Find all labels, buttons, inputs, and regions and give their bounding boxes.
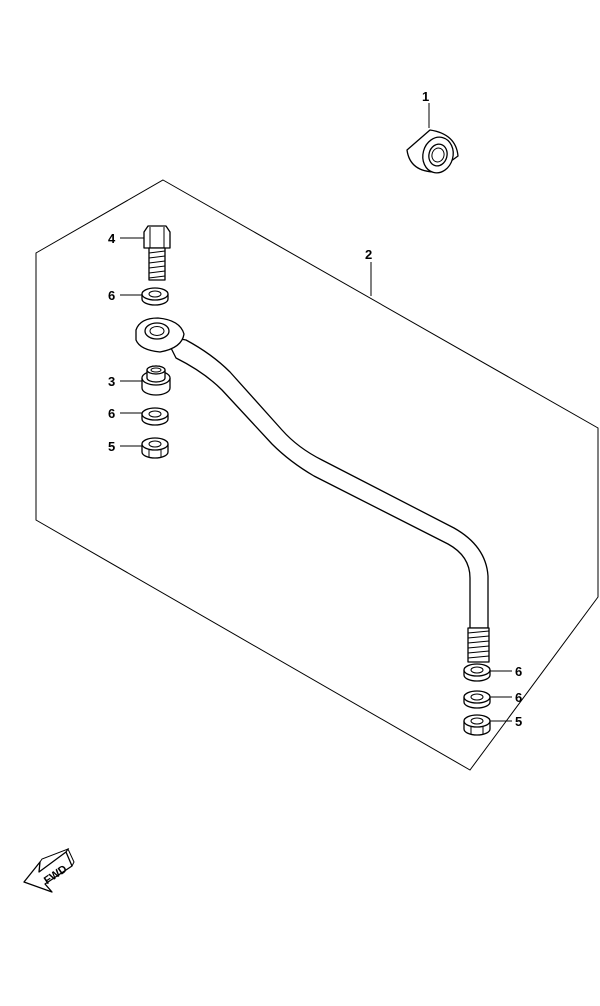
- callout-6-right-lower: 6: [515, 690, 522, 705]
- part-4-bolt[interactable]: [143, 225, 171, 281]
- part-5-nut-left[interactable]: [141, 437, 169, 459]
- callout-4: 4: [108, 231, 116, 246]
- part-6-washer-right-lower[interactable]: [463, 690, 491, 709]
- part-6-washer-upper[interactable]: [141, 287, 169, 306]
- fwd-direction-arrow: FWD: [23, 847, 75, 893]
- callout-2: 2: [365, 247, 372, 262]
- part-3-collar[interactable]: [141, 365, 171, 396]
- kit-boundary-outline: [35, 179, 599, 771]
- part-2-link-rod[interactable]: [135, 317, 490, 663]
- part-6-washer-left-lower[interactable]: [141, 407, 169, 426]
- part-5-nut-right[interactable]: [463, 714, 491, 736]
- callout-5-right: 5: [515, 714, 522, 729]
- bolt-thread-lines: [148, 250, 166, 279]
- callout-5-left: 5: [108, 439, 115, 454]
- callout-6-left-lower: 6: [108, 406, 115, 421]
- callout-6-right-upper: 6: [515, 664, 522, 679]
- rod-thread-lines: [467, 630, 490, 659]
- callout-6-upper: 6: [108, 288, 115, 303]
- part-6-washer-right-upper[interactable]: [463, 663, 491, 682]
- callout-3: 3: [108, 374, 115, 389]
- callout-1: 1: [422, 89, 429, 104]
- part-1-bushing[interactable]: [406, 129, 459, 176]
